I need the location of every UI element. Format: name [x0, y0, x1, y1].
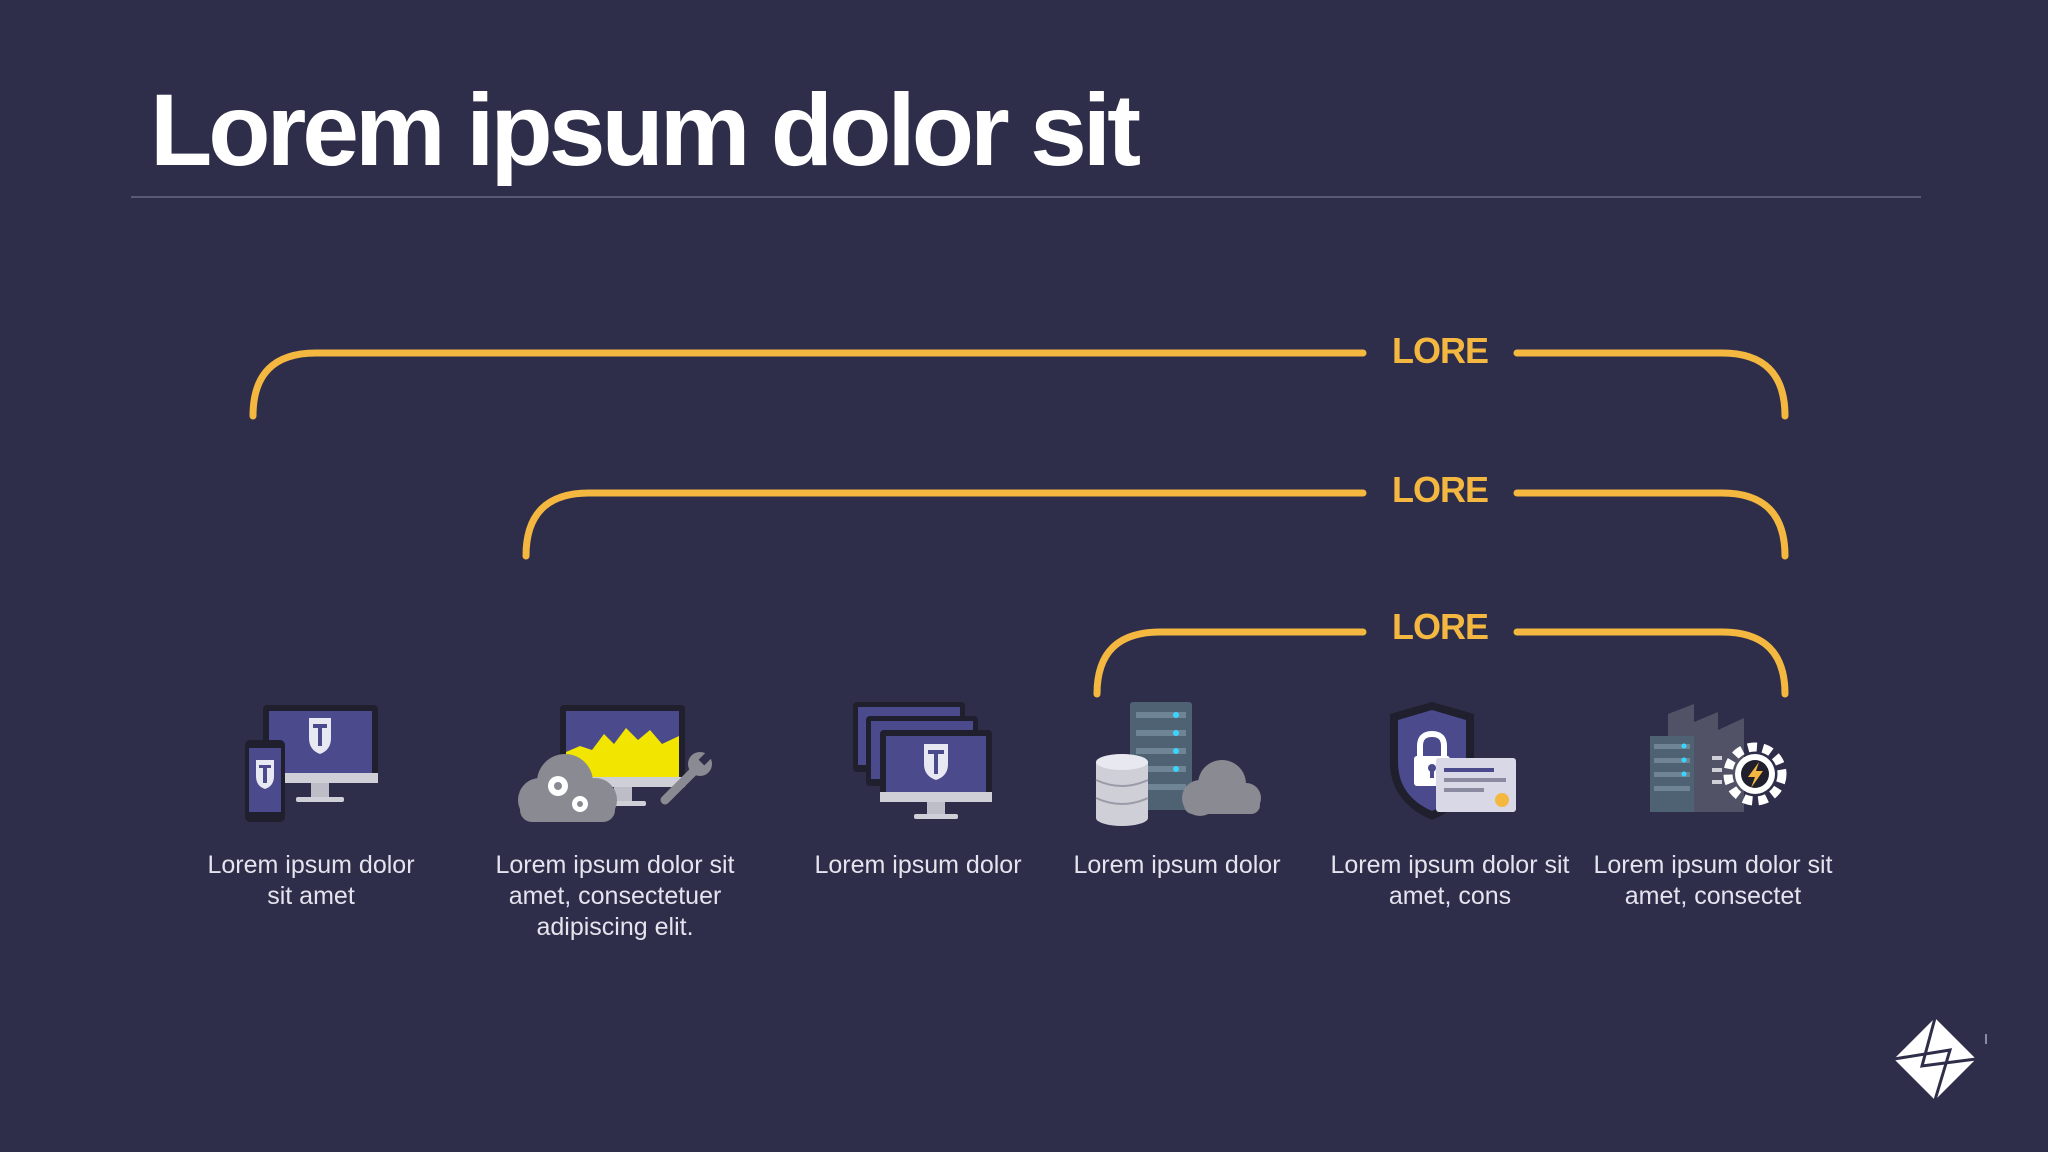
item-server-cloud: Lorem ipsum dolor [1052, 700, 1302, 881]
server-database-cloud-icon [1095, 702, 1261, 826]
bracket-label-outer: LORE [1391, 330, 1489, 371]
slide-title: Lorem ipsum dolor sit [150, 73, 1141, 187]
item-caption: Lorem ipsum dolor sit amet, consectet [1593, 851, 1833, 910]
item-security: Lorem ipsum dolor sit amet, cons [1325, 700, 1575, 912]
item-caption: Lorem ipsum dolor [1073, 851, 1281, 879]
item-caption: Lorem ipsum dolor sit amet, cons [1330, 851, 1570, 910]
bracket-middle-right [1513, 489, 1789, 560]
multiple-monitors-icon [853, 702, 992, 819]
cloud-monitor-wrench-icon [518, 705, 713, 822]
item-caption: Lorem ipsum dolor sit amet [207, 851, 415, 910]
item-devices: Lorem ipsum dolor sit amet [186, 700, 436, 912]
bracket-label-middle: LORE [1391, 469, 1489, 510]
item-monitors: Lorem ipsum dolor [793, 700, 1043, 881]
item-caption: Lorem ipsum dolor [814, 851, 1022, 879]
building-server-gear-icon [1650, 704, 1787, 812]
item-caption: Lorem ipsum dolor sit amet, consectetuer… [495, 851, 735, 941]
bracket-middle-left [522, 489, 1367, 560]
brand-logo-icon [1893, 1017, 1977, 1101]
page-marker [1985, 1034, 1987, 1044]
item-cloud-monitor: Lorem ipsum dolor sit amet, consectetuer… [490, 700, 740, 943]
title-divider [131, 196, 1921, 198]
item-building: Lorem ipsum dolor sit amet, consectet [1588, 700, 1838, 912]
shield-lock-certificate-icon [1390, 702, 1516, 820]
bracket-label-inner: LORE [1391, 606, 1489, 647]
devices-shield-icon [245, 705, 378, 822]
bracket-outer-right [1513, 349, 1789, 420]
bracket-outer-left [249, 349, 1367, 420]
bracket-inner-right [1513, 628, 1789, 698]
bracket-inner-left [1093, 628, 1367, 698]
